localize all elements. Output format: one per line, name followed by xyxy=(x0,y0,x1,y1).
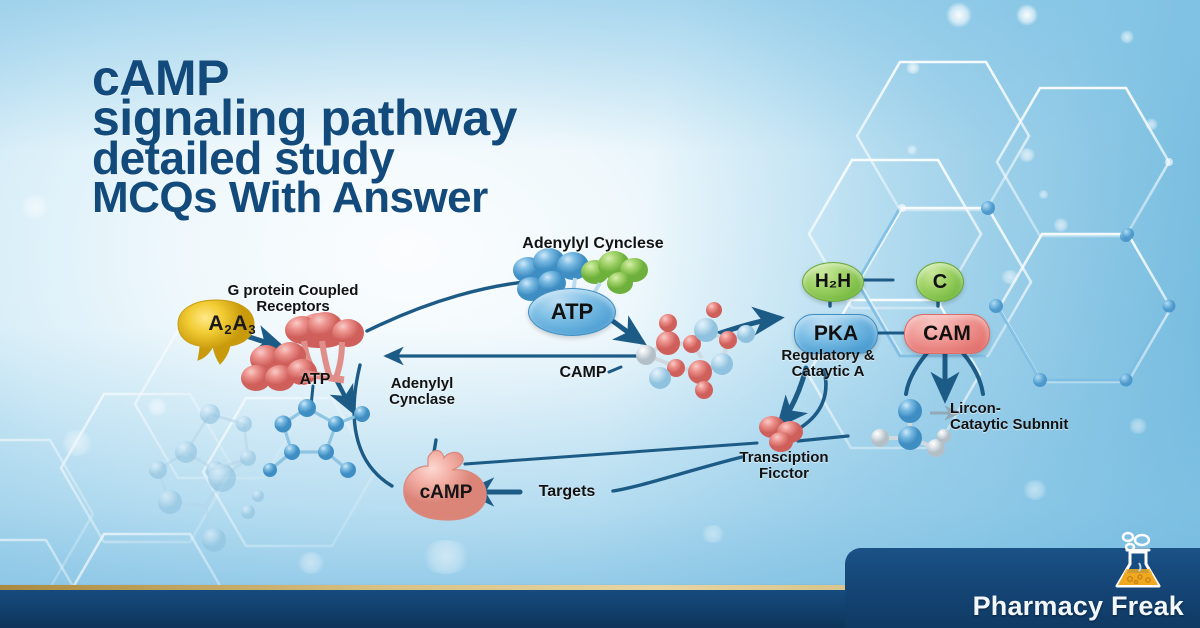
node-c: C xyxy=(916,262,964,302)
node-atp-oval-label: ATP xyxy=(550,299,594,324)
title-line-3: detailed study xyxy=(92,132,395,184)
label-camp: CAMP xyxy=(559,364,607,381)
node-c-label: C xyxy=(932,270,948,293)
node-cam-label: CAM xyxy=(923,322,971,345)
node-pka: PKA xyxy=(794,314,878,354)
flask-icon xyxy=(1110,530,1166,592)
node-h2h: H₂H xyxy=(802,262,864,302)
node-camp-blob: cAMP xyxy=(403,449,487,521)
label-atp-left: ATP xyxy=(299,371,331,388)
node-a2a3: A 2 A 3 xyxy=(177,299,256,365)
label-adenylyl-cynclase: Adenylyl Cynclase xyxy=(389,375,455,408)
label-gpcr: G protein Coupled Receptors xyxy=(227,282,359,315)
svg-text:A: A xyxy=(232,312,247,335)
svg-text:3: 3 xyxy=(248,322,255,337)
svg-text:A: A xyxy=(208,312,223,335)
node-atp-oval: ATP xyxy=(528,288,616,336)
gold-divider xyxy=(0,585,1095,590)
label-adenylyl-cynclese: Adenylyl Cynclese xyxy=(522,235,664,252)
title-line-1: cAMP xyxy=(92,50,229,106)
node-h2h-label: H₂H xyxy=(815,271,851,292)
node-cam: CAM xyxy=(904,314,990,354)
page-title: cAMP signaling pathway detailed study MC… xyxy=(92,50,517,222)
label-lircon-cataytic-subnnit: Lircon- Cataytic Subnnit xyxy=(950,400,1069,433)
label-regulatory-cataytic: Regulatory & Cataytic A xyxy=(781,347,875,380)
svg-text:cAMP: cAMP xyxy=(420,482,473,503)
footer-brand-panel xyxy=(845,548,1200,628)
node-pka-label: PKA xyxy=(813,322,859,345)
svg-text:2: 2 xyxy=(224,322,231,337)
title-line-2: signaling pathway xyxy=(92,90,517,146)
label-transciption-ficctor: Transciption Ficctor xyxy=(739,449,829,482)
brand-name: Pharmacy Freak xyxy=(972,591,1184,621)
label-targets: Targets xyxy=(538,483,596,500)
title-line-4: MCQs With Answer xyxy=(92,173,488,222)
